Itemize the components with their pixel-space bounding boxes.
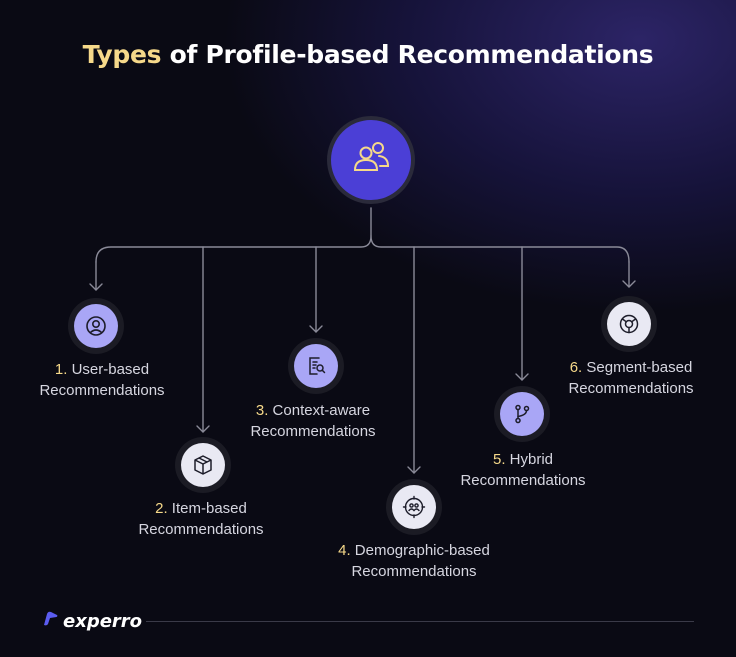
item-title: Demographic-based xyxy=(350,542,490,559)
item-subtitle: Recommendations xyxy=(138,521,264,538)
item-title: Segment-based xyxy=(582,359,693,376)
item-title: Item-based xyxy=(167,500,247,517)
item-title: Hybrid xyxy=(505,451,554,468)
users-icon xyxy=(349,136,393,185)
title-highlight: Types xyxy=(82,40,162,69)
item-subtitle: Recommendations xyxy=(460,472,586,489)
node-context-aware xyxy=(288,338,344,394)
experro-logo-icon xyxy=(42,610,60,633)
item-subtitle: Recommendations xyxy=(250,423,376,440)
item-number: 3. xyxy=(255,402,269,419)
label-user-based: 1. User-based Recommendations xyxy=(22,359,182,401)
item-number: 5. xyxy=(492,451,506,468)
item-number: 6. xyxy=(569,359,583,376)
node-segment-based xyxy=(601,296,657,352)
item-subtitle: Recommendations xyxy=(39,382,165,399)
document-search-icon xyxy=(294,344,338,388)
label-hybrid: 5. Hybrid Recommendations xyxy=(443,449,603,491)
label-segment-based: 6. Segment-based Recommendations xyxy=(551,357,711,399)
item-subtitle: Recommendations xyxy=(351,563,477,580)
label-context-aware: 3. Context-aware Recommendations xyxy=(233,400,393,442)
brand-logo[interactable]: experro xyxy=(42,610,142,633)
hub-node xyxy=(327,116,415,204)
node-item-based xyxy=(175,437,231,493)
label-demographic-based: 4. Demographic-based Recommendations xyxy=(324,540,504,582)
label-item-based: 2. Item-based Recommendations xyxy=(121,498,281,540)
brand-name: experro xyxy=(63,611,143,632)
title-rest: of Profile-based Recommendations xyxy=(161,40,654,69)
box-icon xyxy=(181,443,225,487)
branch-icon xyxy=(500,392,544,436)
item-number: 1. xyxy=(54,361,68,378)
item-subtitle: Recommendations xyxy=(568,380,694,397)
item-title: User-based xyxy=(67,361,150,378)
item-number: 2. xyxy=(155,500,168,517)
footer-divider xyxy=(146,621,694,622)
item-number: 4. xyxy=(338,542,351,559)
node-user-based xyxy=(68,298,124,354)
demographic-target-icon xyxy=(392,485,436,529)
segment-ring-icon xyxy=(607,302,651,346)
page-title: Types of Profile-based Recommendations xyxy=(0,40,736,69)
user-circle-icon xyxy=(74,304,118,348)
node-hybrid xyxy=(494,386,550,442)
item-title: Context-aware xyxy=(268,402,371,419)
node-demographic-based xyxy=(386,479,442,535)
